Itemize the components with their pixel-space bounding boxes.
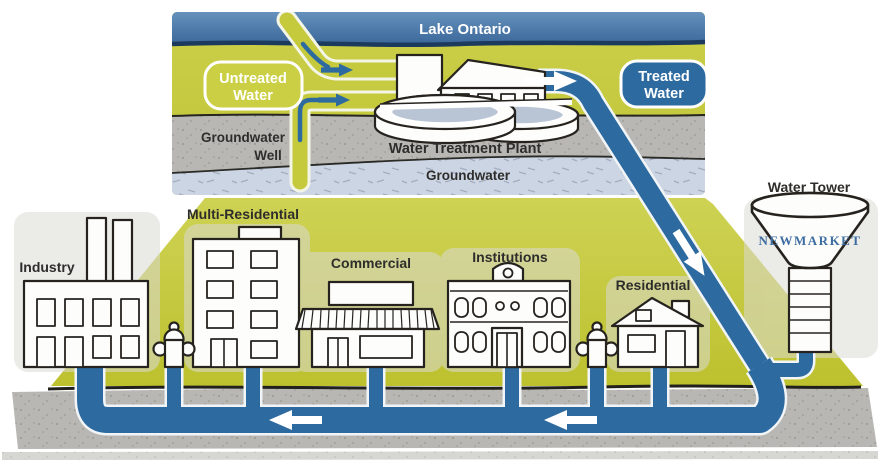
svg-text:Water: Water bbox=[233, 88, 273, 104]
water-main-pipe bbox=[77, 350, 785, 433]
clarifier-tanks bbox=[373, 93, 580, 145]
plant-label: Water Treatment Plant bbox=[389, 141, 542, 157]
building-residential bbox=[610, 296, 705, 369]
lake-label: Lake Ontario bbox=[419, 21, 511, 38]
treated-water-badge: Treated Water bbox=[619, 59, 709, 109]
intake-flow-lines bbox=[297, 41, 331, 143]
svg-text:Treated: Treated bbox=[638, 69, 690, 85]
tower-feed-pipe bbox=[754, 340, 813, 377]
label-industry: Industry bbox=[19, 259, 74, 275]
fire-hydrant bbox=[152, 321, 196, 369]
water-tower-name: NEWMARKET bbox=[758, 233, 861, 248]
building-multi-residential bbox=[191, 225, 301, 369]
well-label-line2: Well bbox=[254, 148, 282, 163]
shoreline bbox=[172, 39, 705, 48]
fire-hydrant bbox=[575, 321, 619, 369]
building-commercial bbox=[294, 280, 441, 369]
building-institutions bbox=[446, 261, 572, 369]
inset-panel bbox=[172, 12, 705, 195]
label-water-tower: Water Tower bbox=[768, 179, 851, 195]
well-label-line1: Groundwater bbox=[201, 130, 286, 145]
lake-band bbox=[172, 12, 705, 44]
label-commercial: Commercial bbox=[331, 255, 411, 271]
building-industry bbox=[22, 216, 150, 369]
label-residential: Residential bbox=[616, 277, 691, 293]
label-multi-residential: Multi-Residential bbox=[187, 206, 299, 222]
svg-text:Untreated: Untreated bbox=[219, 71, 287, 87]
svg-text:Water: Water bbox=[644, 86, 684, 102]
water-tower: NEWMARKET bbox=[750, 191, 870, 354]
groundwater-label: Groundwater bbox=[426, 168, 511, 183]
untreated-water-badge: Untreated Water bbox=[203, 60, 304, 111]
label-institutions: Institutions bbox=[472, 249, 548, 265]
water-treatment-plant bbox=[373, 53, 580, 145]
